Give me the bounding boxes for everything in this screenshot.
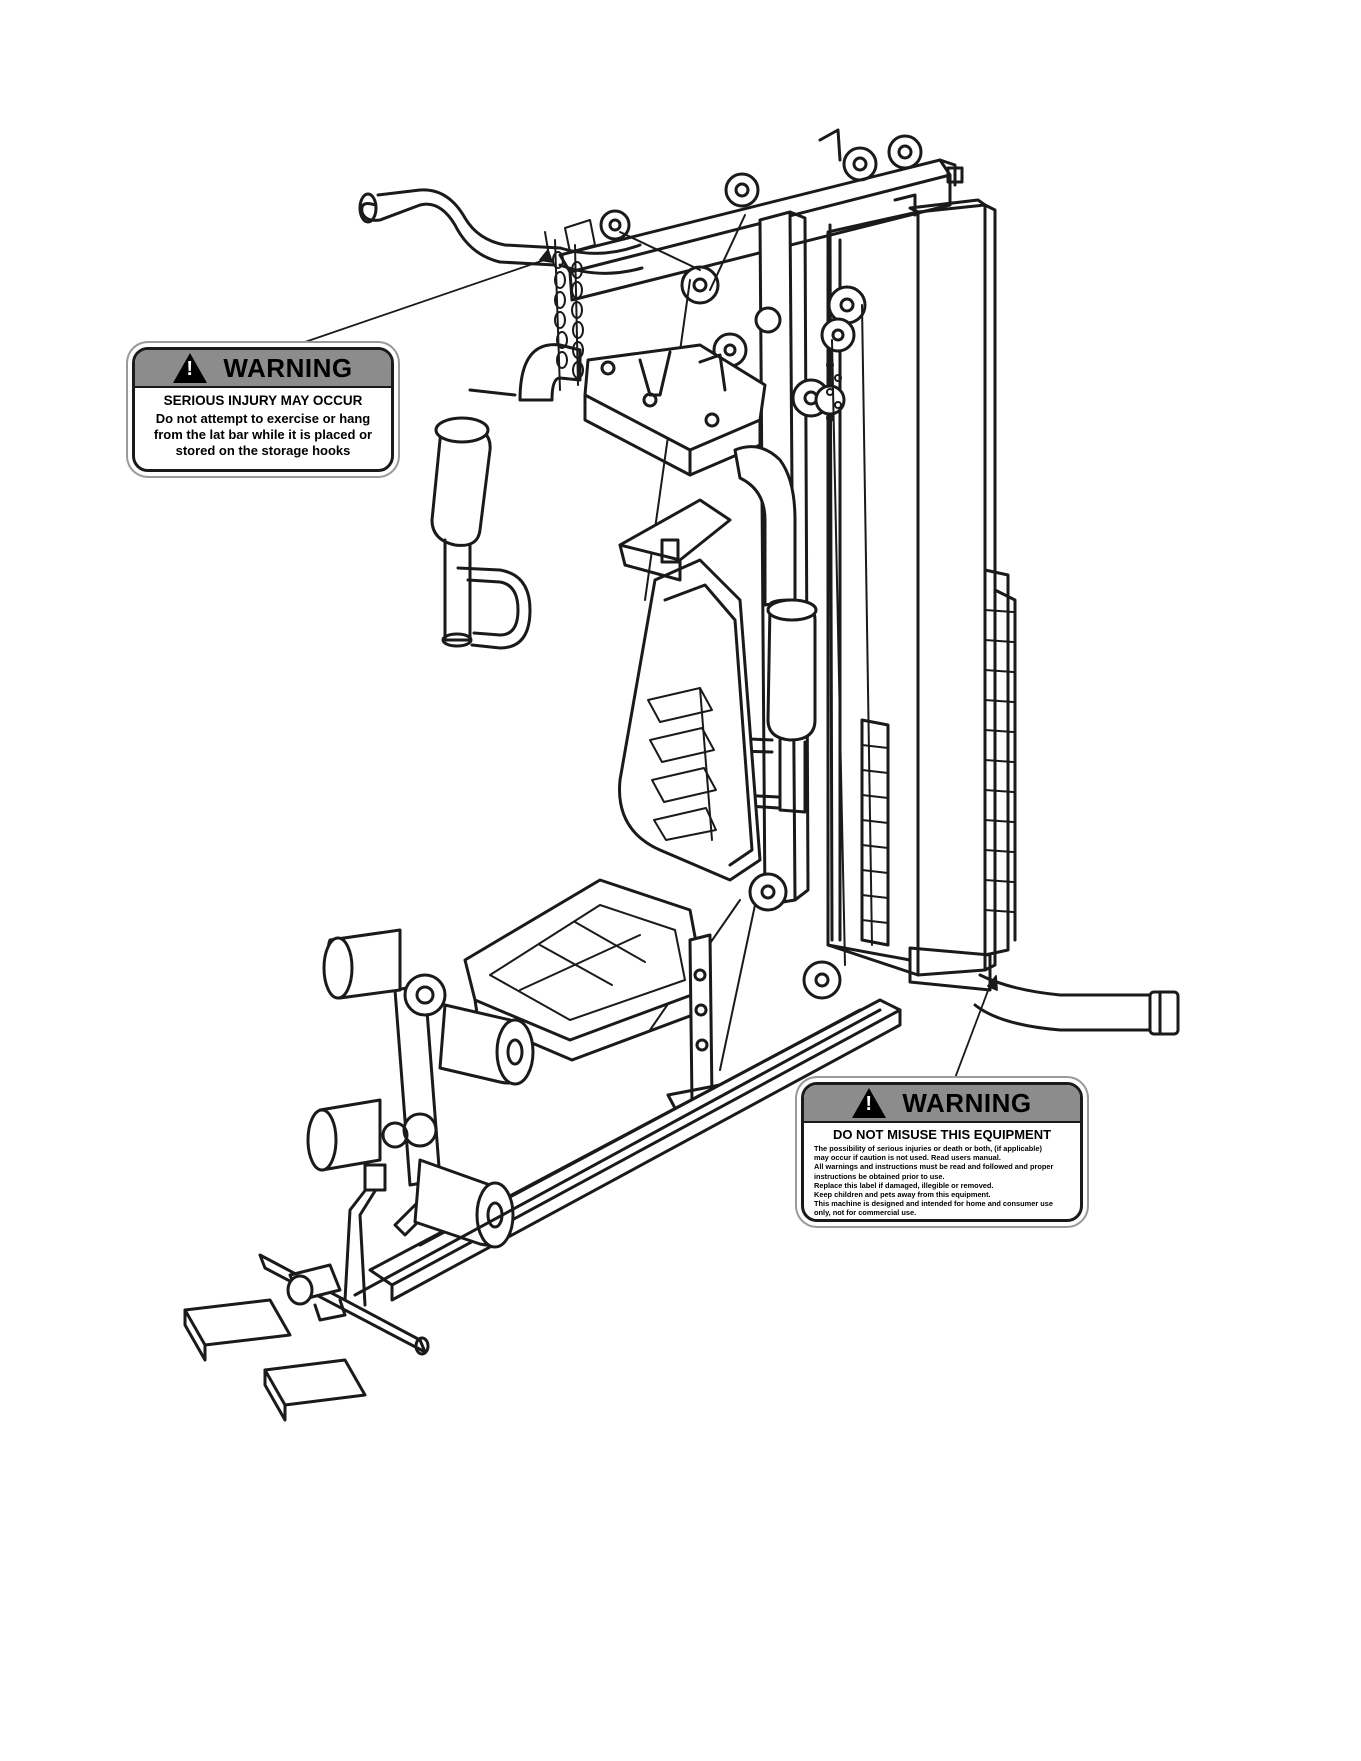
warning-body: Do not attempt to exercise or hang from … bbox=[135, 411, 391, 459]
warning-line: may occur if caution is not used. Read u… bbox=[814, 1153, 1001, 1163]
warning-header: WARNING bbox=[135, 350, 391, 388]
warning-triangle-icon bbox=[173, 353, 208, 383]
leader-lines bbox=[304, 249, 998, 1079]
misuse-warning-label: WARNING DO NOT MISUSE THIS EQUIPMENT The… bbox=[801, 1082, 1083, 1222]
seat-backrest bbox=[618, 558, 762, 882]
cables bbox=[619, 214, 873, 1071]
right-press-arm bbox=[710, 445, 818, 814]
warning-line: This machine is designed and intended fo… bbox=[814, 1199, 1054, 1209]
foot-plates bbox=[183, 1008, 882, 1422]
warning-line: All warnings and instructions must be re… bbox=[814, 1162, 1054, 1172]
warning-line: Replace this label if damaged, illegible… bbox=[814, 1180, 994, 1190]
warning-line: instructions be obtained prior to use. bbox=[814, 1171, 945, 1181]
pulleys bbox=[680, 265, 867, 1000]
top-frame bbox=[558, 128, 964, 302]
warning-body: The possibility of serious injuries or d… bbox=[804, 1144, 1080, 1218]
base-stabilizer-tube bbox=[973, 973, 1180, 1036]
warning-heading: WARNING bbox=[223, 352, 353, 383]
warning-header: WARNING bbox=[804, 1085, 1080, 1123]
left-press-arm bbox=[430, 343, 582, 650]
chain bbox=[544, 219, 596, 391]
backrest-bracket bbox=[618, 498, 732, 582]
warning-line: stored on the storage hooks bbox=[175, 443, 351, 458]
warning-line: Keep children and pets away from this eq… bbox=[814, 1190, 991, 1200]
warning-line: Do not attempt to exercise or hang bbox=[155, 411, 371, 426]
weight-stack-tower bbox=[826, 198, 1017, 992]
lat-bar bbox=[358, 188, 644, 275]
warning-subheading: SERIOUS INJURY MAY OCCUR bbox=[163, 393, 363, 408]
lat-bar-warning-label: WARNING SERIOUS INJURY MAY OCCUR Do not … bbox=[132, 347, 394, 472]
warning-line: only, not for commercial use. bbox=[814, 1208, 917, 1218]
warning-subheading: DO NOT MISUSE THIS EQUIPMENT bbox=[832, 1127, 1052, 1142]
warning-line: from the lat bar while it is placed or bbox=[153, 427, 373, 442]
warning-triangle-icon bbox=[852, 1088, 887, 1118]
warning-heading: WARNING bbox=[902, 1087, 1032, 1118]
press-arm-assembly bbox=[583, 343, 767, 477]
warning-line: The possibility of serious injuries or d… bbox=[814, 1144, 1042, 1153]
